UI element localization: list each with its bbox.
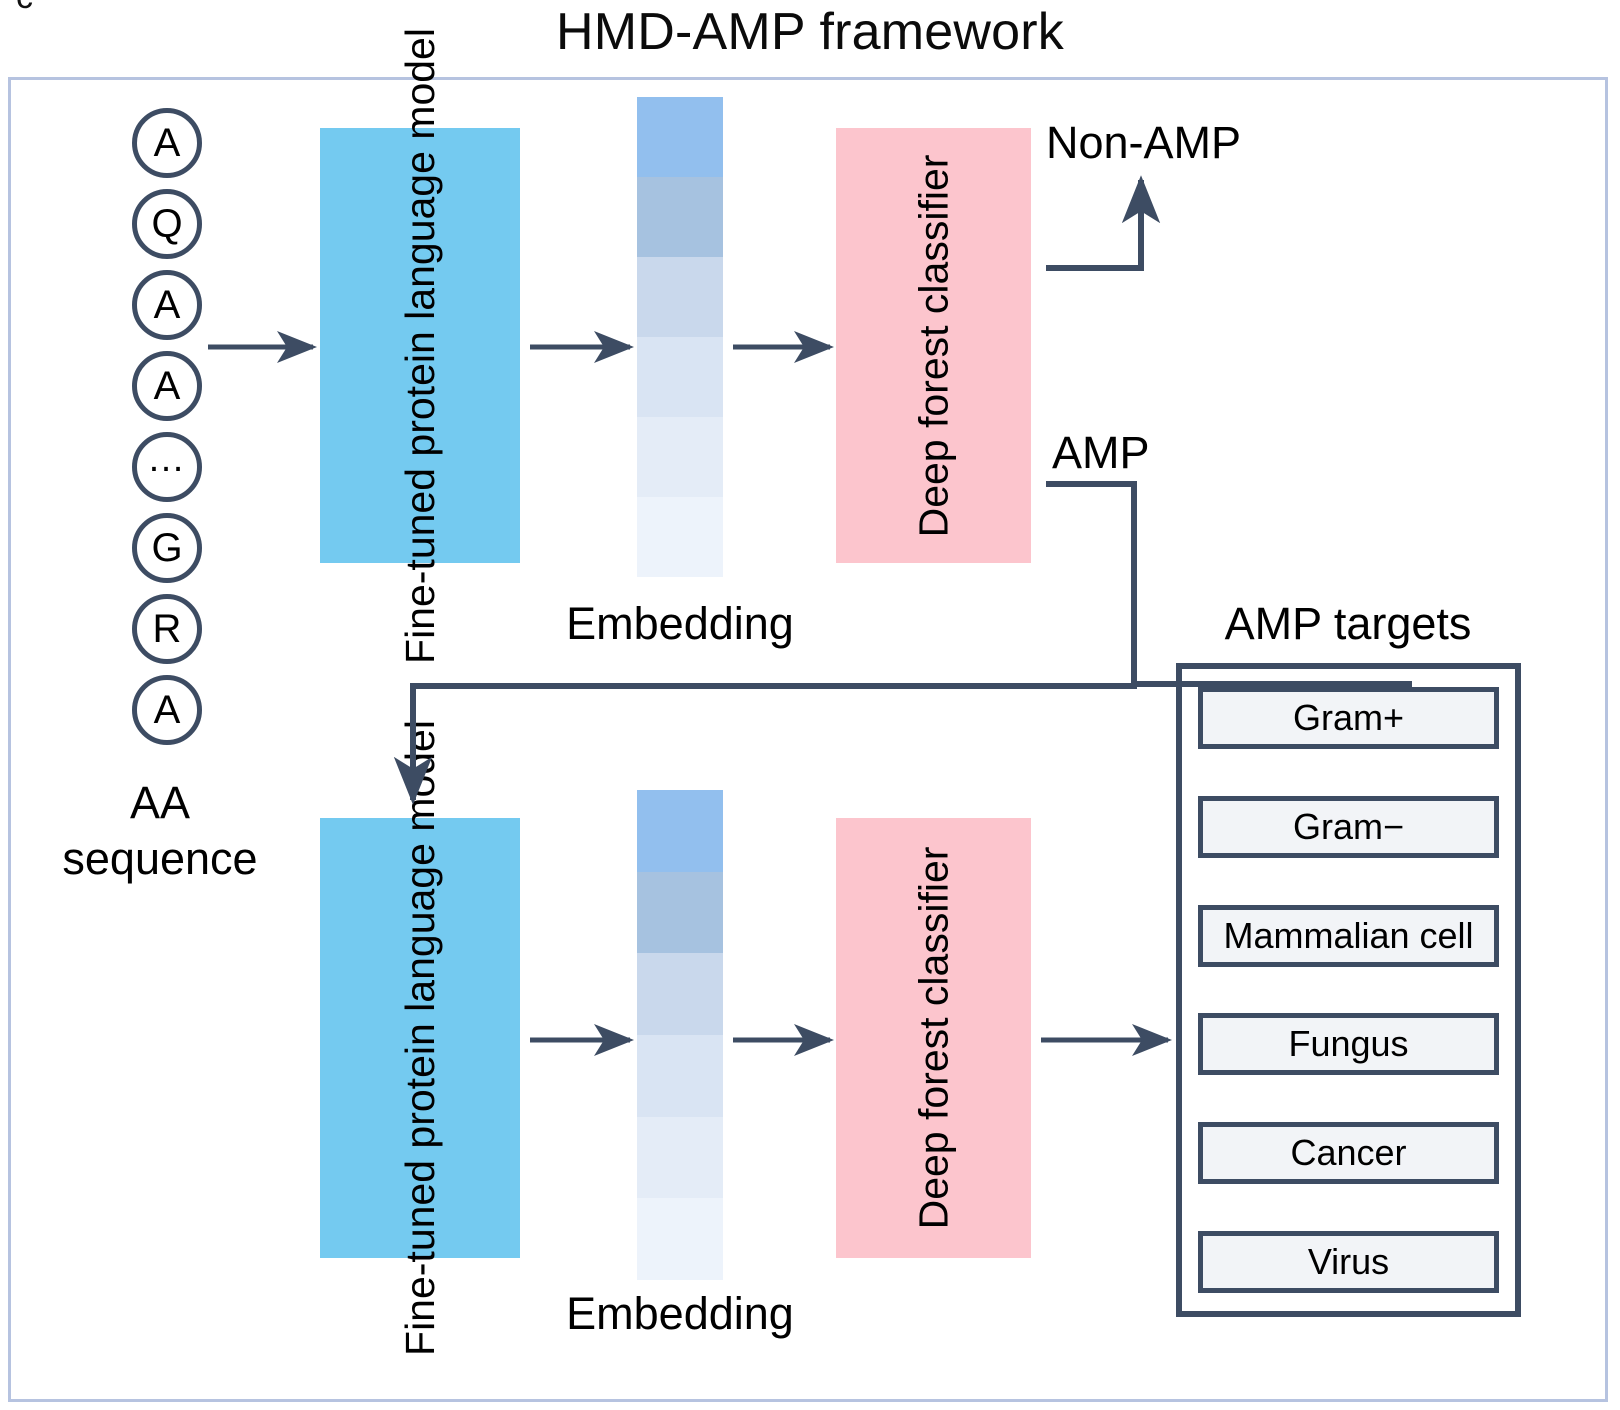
amp-targets-panel: Gram+ Gram− Mammalian cell Fungus Cancer… — [1176, 663, 1521, 1317]
embedding-segment — [637, 337, 723, 417]
stage2-language-model-block: Fine-tuned protein language model — [320, 720, 520, 1356]
amp-targets-title: AMP targets — [1224, 598, 1472, 649]
amp-target-item[interactable]: Fungus — [1198, 1013, 1499, 1076]
amp-target-item[interactable]: Gram+ — [1198, 687, 1499, 749]
figure-title: HMD-AMP framework — [555, 3, 1065, 61]
figure-panel-tag: c — [16, 0, 56, 14]
aa-residue-ellipsis: … — [132, 432, 202, 502]
embedding-segment — [637, 497, 723, 577]
stage2-embedding-label: Embedding — [566, 1288, 794, 1339]
aa-residue: A — [132, 675, 202, 745]
embedding-segment — [637, 953, 723, 1035]
embedding-segment — [637, 1034, 723, 1117]
amp-target-item[interactable]: Gram− — [1198, 795, 1499, 858]
stage1-embedding-bar — [637, 97, 723, 577]
stage1-language-model-label: Fine-tuned protein language model — [397, 27, 444, 664]
embedding-segment — [637, 1198, 723, 1280]
aa-residue: A — [132, 108, 202, 178]
stage2-language-model-label: Fine-tuned protein language model — [397, 720, 444, 1356]
aa-residue: G — [132, 513, 202, 583]
embedding-segment — [637, 417, 723, 497]
stage2-classifier-block: Deep forest classifier — [836, 818, 1031, 1258]
embedding-segment — [637, 177, 723, 257]
stage2-classifier-label: Deep forest classifier — [910, 846, 957, 1230]
aa-residue: R — [132, 594, 202, 664]
output-label-non-amp: Non-AMP — [1046, 117, 1242, 168]
amp-target-item[interactable]: Cancer — [1198, 1122, 1499, 1185]
aa-sequence-caption: AA sequence — [10, 775, 310, 887]
stage1-embedding-label: Embedding — [566, 598, 794, 649]
output-label-amp: AMP — [1052, 427, 1150, 478]
stage2-embedding-bar — [637, 790, 723, 1280]
embedding-segment — [637, 871, 723, 954]
aa-residue: A — [132, 270, 202, 340]
aa-caption-line-1: AA — [129, 777, 191, 828]
embedding-segment — [637, 790, 723, 872]
embedding-segment — [637, 1116, 723, 1199]
stage1-classifier-label: Deep forest classifier — [910, 154, 957, 537]
stage1-language-model-block: Fine-tuned protein language model — [320, 28, 520, 663]
amp-target-item[interactable]: Mammalian cell — [1198, 904, 1499, 967]
embedding-segment — [637, 257, 723, 337]
aa-residue: Q — [132, 189, 202, 259]
aa-caption-line-2: sequence — [62, 833, 258, 884]
aa-residue: A — [132, 351, 202, 421]
embedding-segment — [637, 97, 723, 177]
stage1-classifier-block: Deep forest classifier — [836, 128, 1031, 563]
amp-target-item[interactable]: Virus — [1198, 1230, 1499, 1293]
aa-sequence-column: A Q A A … G R A — [118, 108, 216, 756]
